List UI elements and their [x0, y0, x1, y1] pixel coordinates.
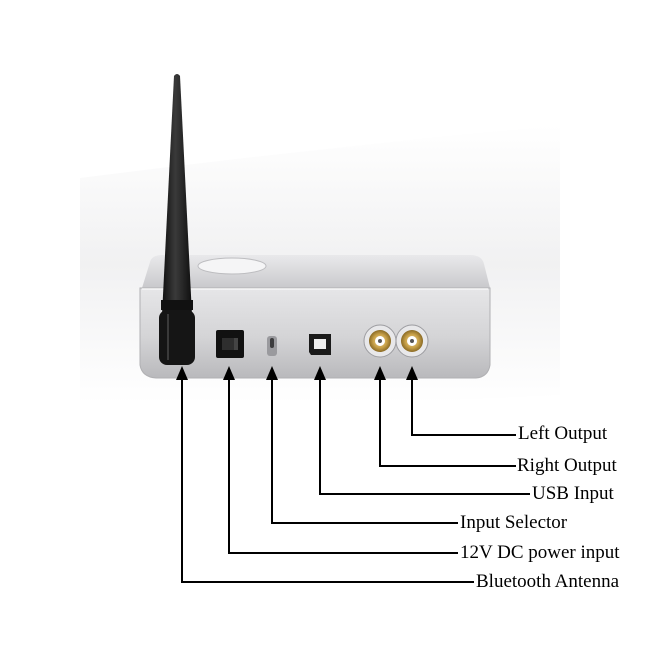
- rca-right-output: [363, 324, 397, 358]
- leader-right-output: [379, 378, 516, 467]
- input-selector-switch: [267, 336, 277, 356]
- dc-power-jack: [216, 330, 244, 358]
- arrowhead-left-output: [406, 366, 418, 380]
- label-left-output: Left Output: [518, 423, 608, 444]
- rca-left-output: [395, 324, 429, 358]
- label-bluetooth-antenna: Bluetooth Antenna: [476, 571, 620, 592]
- label-dc-power: 12V DC power input: [460, 542, 620, 563]
- arrowheads: [176, 366, 418, 380]
- leader-usb-input: [319, 378, 530, 495]
- arrowhead-usb-input: [314, 366, 326, 380]
- bluetooth-antenna: [159, 74, 195, 365]
- label-right-output: Right Output: [517, 455, 617, 476]
- label-input-selector: Input Selector: [460, 512, 568, 533]
- leader-lines: [181, 378, 530, 583]
- arrowhead-input-selector: [266, 366, 278, 380]
- arrowhead-dc-power: [223, 366, 235, 380]
- usb-b-port: [309, 334, 331, 355]
- leader-bluetooth-antenna: [181, 378, 474, 583]
- arrowhead-right-output: [374, 366, 386, 380]
- leader-input-selector: [271, 378, 458, 524]
- arrowhead-bluetooth-antenna: [176, 366, 188, 380]
- leader-dc-power: [228, 378, 458, 554]
- label-usb-input: USB Input: [532, 483, 614, 504]
- top-knob: [197, 257, 267, 275]
- leader-left-output: [411, 378, 516, 436]
